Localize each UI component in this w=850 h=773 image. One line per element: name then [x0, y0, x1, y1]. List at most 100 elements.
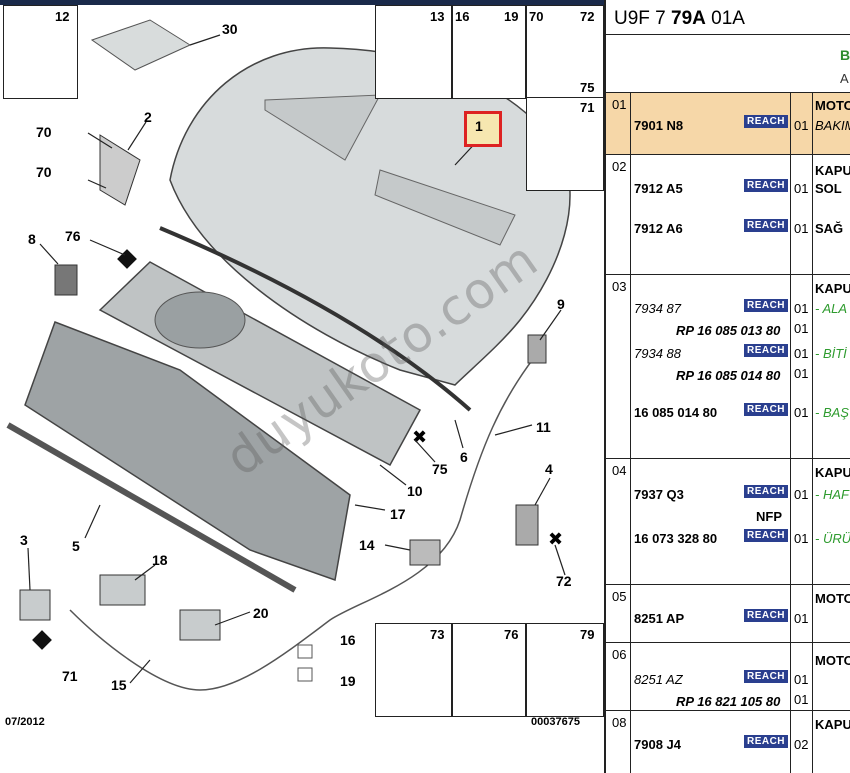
quantity: 01 — [794, 531, 809, 546]
label-16: 16 — [455, 9, 470, 24]
parts-table-panel: U9F 7 79A 01A B A 01 7901 N8 REACH 01 MO… — [604, 0, 850, 773]
reference-header: U9F 7 79A 01A — [614, 8, 745, 30]
subheader-b: B — [840, 47, 850, 63]
table-row-03[interactable]: 03 KAPU 7934 87 REACH 01 - ALA RP 16 085… — [606, 274, 850, 459]
label-4: 4 — [545, 461, 553, 477]
part-number[interactable]: 8251 AP — [634, 611, 685, 626]
table-row-01[interactable]: 01 7901 N8 REACH 01 MOTO BAKIM — [606, 92, 850, 155]
reach-badge: REACH — [744, 529, 788, 542]
part-number[interactable]: 7912 A5 — [634, 181, 683, 196]
label-76: 76 — [65, 228, 81, 244]
ref-prefix: U9F 7 — [614, 8, 666, 29]
table-row-02[interactable]: 02 KAPU 7912 A5 REACH 01 SOL 7912 A6 REA… — [606, 154, 850, 275]
svg-text:✖: ✖ — [412, 427, 427, 448]
part-box-76 — [452, 623, 526, 717]
row-heading: KAPU — [815, 717, 850, 732]
label-8: 8 — [28, 231, 36, 247]
part-number[interactable]: 7937 Q3 — [634, 487, 684, 502]
description: - ALA — [815, 301, 848, 316]
part-number[interactable]: 7934 87 — [634, 301, 681, 316]
part-number[interactable]: 7912 A6 — [634, 221, 683, 236]
table-row-06[interactable]: 06 MOTO 8251 AZ REACH 01 RP 16 821 105 8… — [606, 642, 850, 711]
label-75: 75 — [432, 461, 448, 477]
diagram-code: 00037675 — [531, 716, 580, 728]
label-3: 3 — [20, 532, 28, 548]
reach-badge: REACH — [744, 219, 788, 232]
quantity: 01 — [794, 301, 809, 316]
label-20: 20 — [253, 605, 269, 621]
reach-badge: REACH — [744, 179, 788, 192]
rp-number[interactable]: RP 16 085 013 80 — [676, 323, 781, 338]
label-18: 18 — [152, 552, 168, 568]
part-box-13 — [375, 5, 452, 99]
label-70-a: 70 — [36, 124, 52, 140]
reach-badge: REACH — [744, 344, 788, 357]
label-6: 6 — [460, 449, 468, 465]
part-number[interactable]: 16 085 014 80 — [634, 405, 718, 420]
label-17: 17 — [390, 506, 406, 522]
part-box-71 — [526, 97, 604, 191]
rp-quantity: 01 — [794, 692, 809, 707]
table-row-08[interactable]: 08 KAPU 7908 J4 REACH 02 — [606, 710, 850, 773]
label-73-box: 73 — [430, 627, 445, 642]
label-30: 30 — [222, 21, 238, 37]
svg-text:✖: ✖ — [548, 529, 563, 550]
rp-number[interactable]: RP 16 085 014 80 — [676, 368, 781, 383]
rp-quantity: 01 — [794, 366, 809, 381]
row-index: 05 — [612, 589, 627, 604]
row-heading: KAPU — [815, 465, 850, 480]
reach-badge: REACH — [744, 670, 788, 683]
description: - BİTİ — [815, 346, 847, 361]
diagram-date: 07/2012 — [5, 716, 45, 728]
label-19: 19 — [504, 9, 519, 24]
quantity: 01 — [794, 611, 809, 626]
rp-number[interactable]: RP 16 821 105 80 — [676, 694, 781, 709]
part-number[interactable]: 7908 J4 — [634, 737, 681, 752]
description: - BAŞ — [815, 405, 849, 420]
label-16: 16 — [340, 632, 356, 648]
description: - ÜRÜ — [815, 531, 850, 546]
description: MOTO — [815, 98, 850, 113]
description: SOL — [815, 181, 842, 196]
reach-badge: REACH — [744, 403, 788, 416]
reach-badge: REACH — [744, 485, 788, 498]
quantity: 01 — [794, 181, 809, 196]
description: SAĞ — [815, 221, 844, 236]
reach-badge: REACH — [744, 735, 788, 748]
label-71-box: 71 — [580, 100, 595, 115]
label-10: 10 — [407, 483, 423, 499]
reach-badge: REACH — [744, 115, 788, 128]
table-row-05[interactable]: 05 MOTO 8251 AP REACH 01 — [606, 584, 850, 643]
reach-badge: REACH — [744, 299, 788, 312]
label-70-box: 70 — [529, 9, 544, 24]
label-76-box: 76 — [504, 627, 519, 642]
subheader-a: A — [840, 71, 849, 86]
part-number[interactable]: 7934 88 — [634, 346, 681, 361]
row-index: 04 — [612, 463, 627, 478]
row-heading: KAPU — [815, 163, 850, 178]
table-subheader: B A — [606, 34, 850, 93]
nfp-label: NFP — [756, 509, 782, 524]
row-index: 02 — [612, 159, 627, 174]
label-71: 71 — [62, 668, 78, 684]
label-5: 5 — [72, 538, 80, 554]
row-index: 01 — [612, 97, 627, 112]
label-19: 19 — [340, 673, 356, 689]
row-heading: KAPU — [815, 281, 850, 296]
description-2: BAKIM — [815, 118, 850, 133]
highlight-part-1[interactable] — [464, 111, 502, 147]
label-15: 15 — [111, 677, 127, 693]
row-index: 03 — [612, 279, 627, 294]
ref-bold: 79A — [671, 8, 706, 29]
part-number[interactable]: 16 073 328 80 — [634, 531, 718, 546]
quantity: 01 — [794, 118, 809, 133]
part-number[interactable]: 7901 N8 — [634, 118, 684, 133]
quantity: 01 — [794, 346, 809, 361]
description: - HAF — [815, 487, 849, 502]
row-heading: MOTO — [815, 591, 850, 606]
part-box-79 — [526, 623, 604, 717]
quantity: 01 — [794, 221, 809, 236]
part-box-73 — [375, 623, 452, 717]
part-number[interactable]: 8251 AZ — [634, 672, 683, 687]
table-row-04[interactable]: 04 KAPU 7937 Q3 REACH 01 - HAF NFP 16 07… — [606, 458, 850, 585]
